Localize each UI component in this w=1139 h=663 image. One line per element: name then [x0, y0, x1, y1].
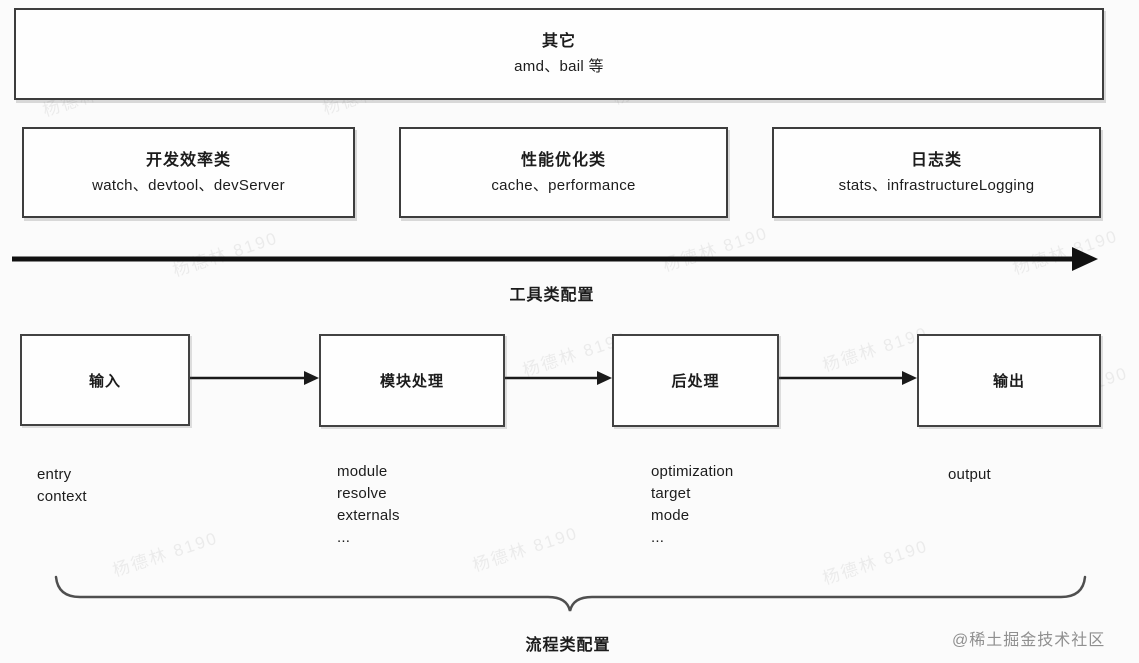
arrowhead-icon — [304, 371, 319, 385]
stage-box-post-processing: 后处理 — [612, 334, 779, 427]
arrowhead-icon — [1072, 247, 1098, 271]
flow-config-label: 流程类配置 — [525, 637, 611, 654]
category-box-logging: 日志类 stats、infrastructureLogging — [772, 127, 1101, 218]
flow-arrow-1 — [186, 371, 319, 385]
category-box-performance: 性能优化类 cache、performance — [399, 127, 728, 218]
flow-arrow-3 — [775, 371, 917, 385]
background-watermark: 杨德林 8190 — [660, 223, 771, 276]
options-module-processing: module resolve externals ... — [337, 463, 400, 546]
stage-label: 后处理 — [671, 373, 720, 390]
site-watermark: @稀土掘金技术社区 — [952, 632, 1106, 649]
category-title: 性能优化类 — [520, 151, 606, 169]
background-watermark: 杨德林 8190 — [110, 528, 221, 581]
other-config-box: 其它 amd、bail 等 — [14, 8, 1104, 100]
background-watermark: 杨德林 8190 — [1010, 226, 1121, 279]
other-config-items: amd、bail 等 — [514, 58, 604, 75]
category-title: 日志类 — [910, 151, 962, 169]
options-post-processing: optimization target mode ... — [651, 463, 734, 546]
background-watermark: 杨德林 8190 — [470, 523, 581, 576]
background-watermark: 杨德林 8190 — [820, 536, 931, 589]
category-items: watch、devtool、devServer — [92, 176, 285, 194]
flow-config-brace — [54, 575, 1087, 612]
arrowhead-icon — [597, 371, 612, 385]
stage-box-module-processing: 模块处理 — [319, 334, 505, 427]
tool-config-label: 工具类配置 — [509, 287, 595, 304]
stage-box-output: 输出 — [917, 334, 1101, 427]
category-title: 开发效率类 — [145, 151, 231, 169]
background-watermark: 杨德林 8190 — [170, 228, 281, 281]
stage-label: 输出 — [992, 373, 1025, 390]
category-box-dev-efficiency: 开发效率类 watch、devtool、devServer — [22, 127, 355, 218]
stage-box-input: 输入 — [20, 334, 190, 426]
other-config-title: 其它 — [541, 33, 576, 50]
arrowhead-icon — [902, 371, 917, 385]
options-output: output — [948, 466, 991, 483]
tool-config-arrow — [12, 247, 1098, 271]
stage-label: 输入 — [88, 372, 121, 390]
flow-arrow-2 — [501, 371, 612, 385]
background-watermark: 杨德林 8190 — [820, 323, 931, 376]
category-items: cache、performance — [491, 176, 636, 194]
options-input: entry context — [37, 466, 87, 505]
category-items: stats、infrastructureLogging — [838, 176, 1035, 194]
stage-label: 模块处理 — [379, 373, 444, 390]
